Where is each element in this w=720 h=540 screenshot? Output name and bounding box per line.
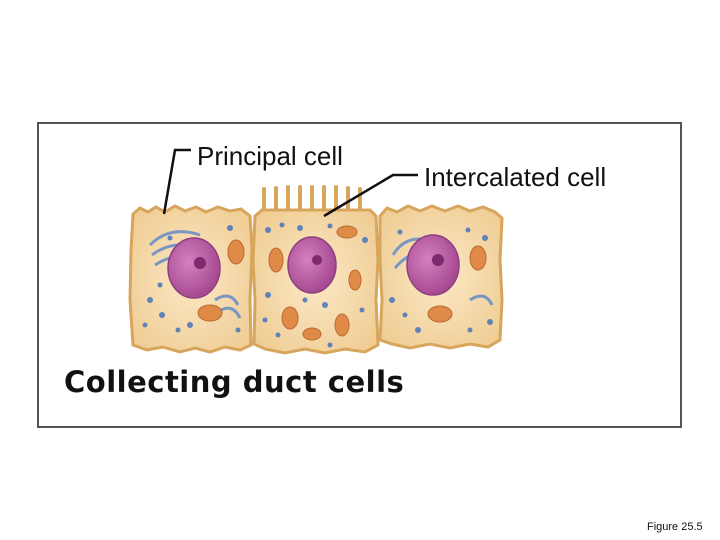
vesicles-icon (142, 225, 241, 333)
principal-cell-label: Principal cell (197, 141, 343, 171)
principal-cell-illustration (378, 204, 504, 350)
mitochondria-icon (268, 225, 362, 341)
microvilli-icon (262, 185, 362, 214)
mitochondrion-icon (227, 239, 245, 265)
nucleolus-icon (432, 254, 444, 266)
mitochondrion-icon (197, 304, 223, 322)
nucleolus-icon (194, 257, 206, 269)
nucleus-icon (406, 234, 460, 296)
principal-cell-illustration (128, 204, 254, 354)
mitochondrion-icon (427, 305, 453, 323)
nucleus-icon (167, 237, 221, 299)
mitochondrion-icon (469, 245, 487, 271)
nucleus-icon (287, 236, 337, 294)
leader-line-principal (162, 148, 191, 215)
vesicles-icon (262, 222, 368, 348)
diagram-caption: Collecting duct cells (64, 365, 405, 399)
leader-line-intercalated (323, 173, 418, 218)
intercalated-cell-illustration (251, 185, 380, 355)
vesicles-icon (389, 227, 493, 333)
intercalated-cell-label: Intercalated cell (424, 162, 607, 192)
nucleolus-icon (312, 255, 322, 265)
figure-number: Figure 25.5 (647, 521, 703, 533)
